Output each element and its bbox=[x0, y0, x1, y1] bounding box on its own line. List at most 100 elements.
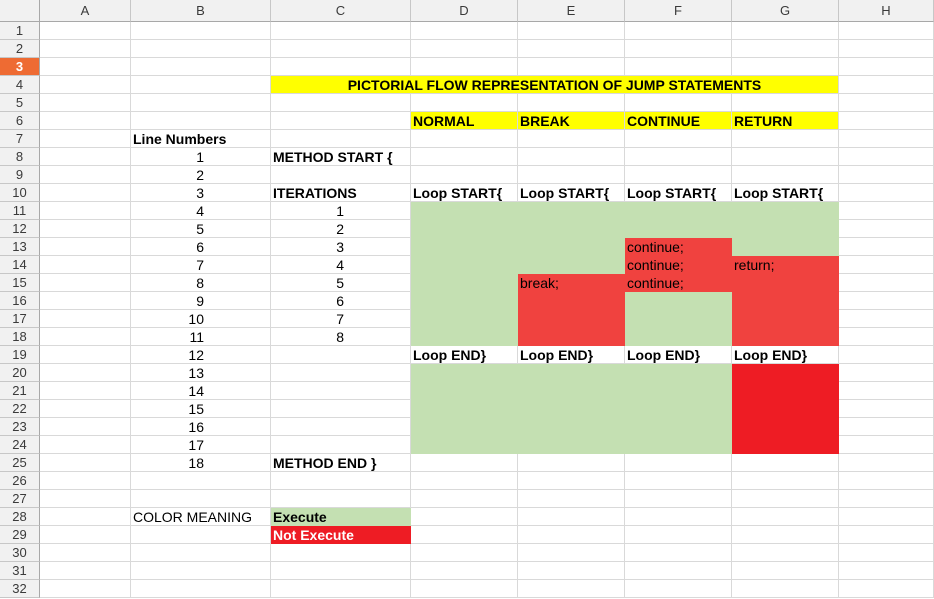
iteration-number[interactable]: 1 bbox=[271, 202, 411, 220]
cell-g3[interactable] bbox=[732, 58, 839, 76]
cell-d3[interactable] bbox=[411, 58, 518, 76]
line-number[interactable]: 7 bbox=[131, 256, 271, 274]
loop-end[interactable]: Loop END} bbox=[625, 346, 732, 364]
cell-a26[interactable] bbox=[40, 472, 131, 490]
cell-d25[interactable] bbox=[411, 454, 518, 472]
cell-h18[interactable] bbox=[839, 328, 934, 346]
cell-a11[interactable] bbox=[40, 202, 131, 220]
row-header-19[interactable]: 19 bbox=[0, 346, 40, 364]
cell-h3[interactable] bbox=[839, 58, 934, 76]
line-number[interactable]: 8 bbox=[131, 274, 271, 292]
legend-execute[interactable]: Execute bbox=[271, 508, 411, 526]
cell-d2[interactable] bbox=[411, 40, 518, 58]
cell-f23[interactable] bbox=[625, 418, 732, 436]
row-header-22[interactable]: 22 bbox=[0, 400, 40, 418]
cell-b2[interactable] bbox=[131, 40, 271, 58]
cell-d1[interactable] bbox=[411, 22, 518, 40]
row-header-15[interactable]: 15 bbox=[0, 274, 40, 292]
loop-end[interactable]: Loop END} bbox=[411, 346, 518, 364]
cell-a29[interactable] bbox=[40, 526, 131, 544]
cell-a19[interactable] bbox=[40, 346, 131, 364]
cell-e3[interactable] bbox=[518, 58, 625, 76]
cell-a22[interactable] bbox=[40, 400, 131, 418]
row-header-2[interactable]: 2 bbox=[0, 40, 40, 58]
legend-not-execute[interactable]: Not Execute bbox=[271, 526, 411, 544]
cell-g12[interactable] bbox=[732, 220, 839, 238]
cell-c24[interactable] bbox=[271, 436, 411, 454]
loop-start[interactable]: Loop START{ bbox=[625, 184, 732, 202]
cell-d32[interactable] bbox=[411, 580, 518, 598]
cell-g24[interactable] bbox=[732, 436, 839, 454]
cell-d21[interactable] bbox=[411, 382, 518, 400]
row-header-14[interactable]: 14 bbox=[0, 256, 40, 274]
line-number[interactable]: 17 bbox=[131, 436, 271, 454]
line-number[interactable]: 16 bbox=[131, 418, 271, 436]
row-header-29[interactable]: 29 bbox=[0, 526, 40, 544]
cell-a5[interactable] bbox=[40, 94, 131, 112]
column-header-d[interactable]: D bbox=[411, 0, 518, 22]
cell-e28[interactable] bbox=[518, 508, 625, 526]
line-number[interactable]: 10 bbox=[131, 310, 271, 328]
cell-a18[interactable] bbox=[40, 328, 131, 346]
cell-a6[interactable] bbox=[40, 112, 131, 130]
cell-h4[interactable] bbox=[839, 76, 934, 94]
cell-h25[interactable] bbox=[839, 454, 934, 472]
cell-g7[interactable] bbox=[732, 130, 839, 148]
cell-a16[interactable] bbox=[40, 292, 131, 310]
cell-c2[interactable] bbox=[271, 40, 411, 58]
method-start[interactable]: METHOD START { bbox=[271, 148, 411, 166]
row-header-23[interactable]: 23 bbox=[0, 418, 40, 436]
cell-d12[interactable] bbox=[411, 220, 518, 238]
cell-h20[interactable] bbox=[839, 364, 934, 382]
cell-c19[interactable] bbox=[271, 346, 411, 364]
cell-a27[interactable] bbox=[40, 490, 131, 508]
row-header-27[interactable]: 27 bbox=[0, 490, 40, 508]
cell-h23[interactable] bbox=[839, 418, 934, 436]
cell-e14[interactable] bbox=[518, 256, 625, 274]
line-number[interactable]: 6 bbox=[131, 238, 271, 256]
cell-d13[interactable] bbox=[411, 238, 518, 256]
cell-f31[interactable] bbox=[625, 562, 732, 580]
cell-b32[interactable] bbox=[131, 580, 271, 598]
cell-e8[interactable] bbox=[518, 148, 625, 166]
cell-f21[interactable] bbox=[625, 382, 732, 400]
cell-b31[interactable] bbox=[131, 562, 271, 580]
cell-g21[interactable] bbox=[732, 382, 839, 400]
cell-c26[interactable] bbox=[271, 472, 411, 490]
cell-c6[interactable] bbox=[271, 112, 411, 130]
cell-a3[interactable] bbox=[40, 58, 131, 76]
cell-a8[interactable] bbox=[40, 148, 131, 166]
row-header-32[interactable]: 32 bbox=[0, 580, 40, 598]
continue-statement[interactable]: continue; bbox=[625, 238, 732, 256]
cell-d16[interactable] bbox=[411, 292, 518, 310]
row-header-31[interactable]: 31 bbox=[0, 562, 40, 580]
cell-f28[interactable] bbox=[625, 508, 732, 526]
cell-d24[interactable] bbox=[411, 436, 518, 454]
cell-b5[interactable] bbox=[131, 94, 271, 112]
cell-h28[interactable] bbox=[839, 508, 934, 526]
cell-b30[interactable] bbox=[131, 544, 271, 562]
cell-d15[interactable] bbox=[411, 274, 518, 292]
cell-e22[interactable] bbox=[518, 400, 625, 418]
cell-g13[interactable] bbox=[732, 238, 839, 256]
row-header-1[interactable]: 1 bbox=[0, 22, 40, 40]
cell-g32[interactable] bbox=[732, 580, 839, 598]
cell-e23[interactable] bbox=[518, 418, 625, 436]
loop-end[interactable]: Loop END} bbox=[518, 346, 625, 364]
cell-h6[interactable] bbox=[839, 112, 934, 130]
cell-f20[interactable] bbox=[625, 364, 732, 382]
iteration-number[interactable]: 8 bbox=[271, 328, 411, 346]
cell-f30[interactable] bbox=[625, 544, 732, 562]
cell-a15[interactable] bbox=[40, 274, 131, 292]
row-header-25[interactable]: 25 bbox=[0, 454, 40, 472]
line-number[interactable]: 1 bbox=[131, 148, 271, 166]
cell-f8[interactable] bbox=[625, 148, 732, 166]
cell-a25[interactable] bbox=[40, 454, 131, 472]
cell-f5[interactable] bbox=[625, 94, 732, 112]
row-header-30[interactable]: 30 bbox=[0, 544, 40, 562]
cell-c1[interactable] bbox=[271, 22, 411, 40]
line-number[interactable]: 15 bbox=[131, 400, 271, 418]
cell-g26[interactable] bbox=[732, 472, 839, 490]
cell-h17[interactable] bbox=[839, 310, 934, 328]
cell-h19[interactable] bbox=[839, 346, 934, 364]
